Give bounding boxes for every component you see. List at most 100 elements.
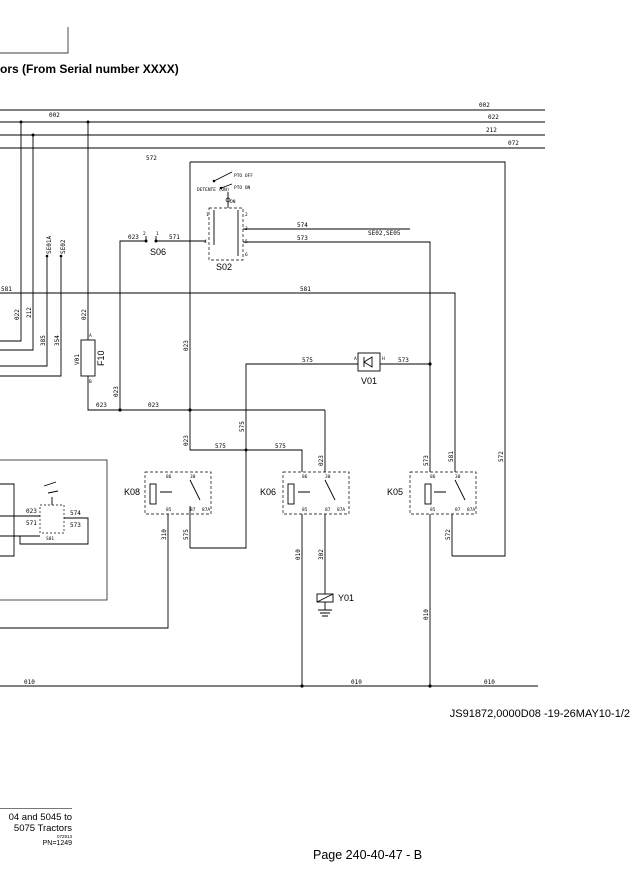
label-se02-se05: SE02,SE05 [368, 230, 401, 237]
fuse-f10-label: F10 [96, 350, 106, 366]
footer-divider [0, 808, 72, 809]
label-023-c: 023 [113, 386, 120, 397]
relay-k08-contact [160, 479, 201, 548]
label-v01-fuse: V01 [74, 354, 81, 365]
label-573: 573 [297, 235, 308, 242]
relay-k05-coil [424, 483, 432, 505]
diode-v01-label: V01 [361, 376, 377, 386]
label-575-c: 575 [275, 443, 286, 450]
label-se02: SE02 [60, 239, 67, 254]
s01-wire [19, 517, 89, 545]
wire-023-to-s06 [119, 240, 146, 410]
label-573-k05: 573 [423, 455, 430, 466]
label-310: 310 [161, 529, 168, 540]
junction [244, 448, 248, 452]
label-575: 575 [302, 357, 313, 364]
wire-575-diode [190, 363, 358, 549]
solenoid-diag [316, 593, 334, 603]
page-number: Page 240-40-47 - B [313, 848, 423, 862]
bus-label-212: 212 [486, 127, 497, 134]
label-se01a: SE01A [46, 236, 53, 254]
label-302: 302 [318, 549, 325, 560]
fuse-f10 [80, 339, 96, 377]
pto-knob [225, 197, 231, 203]
header-box-outline [0, 27, 69, 54]
label-023-d: 023 [183, 340, 190, 351]
s02-pin2: 2 [245, 212, 248, 218]
pto-on-label: PTO ON [234, 185, 251, 191]
wire-385 [0, 256, 48, 367]
label-573-diode: 573 [398, 357, 409, 364]
label-022-fuse: 022 [81, 309, 88, 320]
relay-k06-label: K06 [260, 487, 276, 497]
pin-a-diode: A [354, 356, 357, 362]
label-023-s01: 023 [26, 508, 37, 515]
k05-pin87a: 87A [467, 507, 475, 513]
relay-k05-body [409, 471, 477, 515]
k06-pin87a: 87A [337, 507, 345, 513]
label-023-a: 023 [96, 402, 107, 409]
label-022: 022 [14, 309, 21, 320]
label-010-c: 010 [351, 679, 362, 686]
switch-s01-body [39, 504, 65, 534]
s01-wire [0, 483, 15, 557]
label-572-k05: 572 [445, 529, 452, 540]
label-571-s01: 571 [26, 520, 37, 527]
wire-212-drop [0, 135, 34, 351]
relay-k06-body [282, 471, 350, 515]
k05-pin87: 87 [455, 507, 461, 513]
label-574: 574 [297, 222, 308, 229]
label-573-s01: 573 [70, 522, 81, 529]
switch-s01-label: S01 [46, 536, 54, 542]
k06-pin30: 30 [325, 474, 331, 480]
pto-off-label: PTO OFF [234, 173, 253, 179]
label-354: 354 [54, 335, 61, 346]
label-574-s01: 574 [70, 510, 81, 517]
k05-pin30: 30 [455, 474, 461, 480]
label-581: 581 [300, 286, 311, 293]
label-023-s06: 023 [128, 234, 139, 241]
pin-b: B [89, 379, 92, 385]
pto-lever [220, 183, 233, 189]
label-575-b: 575 [215, 443, 226, 450]
label-010-a: 010 [24, 679, 35, 686]
ground-symbol [318, 602, 332, 617]
wire-572 [190, 161, 506, 557]
s02-pin1: 1 [206, 212, 209, 218]
label-212: 212 [26, 307, 33, 318]
label-581-left: 581 [1, 286, 12, 293]
wire-573 [243, 241, 431, 472]
wire-354 [0, 256, 62, 377]
switch-s02-body [208, 207, 244, 261]
relay-k05-contact [434, 479, 466, 501]
wire-023-fuse-out [87, 376, 325, 411]
wire-310 [0, 514, 169, 629]
label-575-e: 575 [183, 529, 190, 540]
label-385: 385 [40, 335, 47, 346]
pin-h-diode: H [382, 356, 385, 362]
s02-pin4: 4 [204, 239, 207, 245]
footer-line-3: 072913 [56, 834, 72, 839]
label-010-b: 010 [295, 549, 302, 560]
relay-k06-coil [287, 483, 295, 505]
k06-pin86: 86 [302, 474, 308, 480]
bus-label-072: 072 [508, 140, 519, 147]
k06-pin87: 87 [325, 507, 331, 513]
k08-pin87a: 87A [202, 507, 210, 513]
switch-s02-label: S02 [216, 262, 232, 272]
label-023-f: 023 [318, 455, 325, 466]
wire-022-drop [0, 122, 22, 342]
label-575-d: 575 [239, 421, 246, 432]
label-581-k05: 581 [448, 451, 455, 462]
footer-line-4: PN=1249 [42, 840, 72, 847]
relay-k08-label: K08 [124, 487, 140, 497]
k05-pin85: 85 [430, 507, 436, 513]
bus-label-002-left: 002 [49, 112, 60, 119]
bus-label-022: 022 [488, 114, 499, 121]
footer-line-1: 04 and 5045 to [8, 812, 72, 823]
s01-box-outline [0, 459, 108, 601]
k08-pin87: 87 [190, 507, 196, 513]
k08-pin85: 85 [166, 507, 172, 513]
k05-pin86: 86 [430, 474, 436, 480]
relay-k08-body [144, 471, 212, 515]
